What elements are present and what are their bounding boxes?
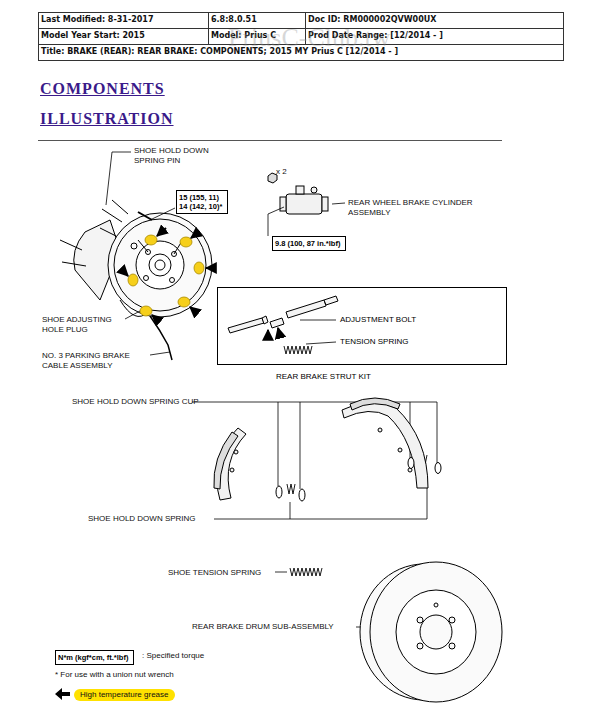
part-name: TENSION SPRING [340, 337, 408, 346]
part-name: SHOE HOLD DOWN SPRING [88, 514, 196, 524]
header-cell: Model Year Start: 2015 [41, 31, 145, 41]
torque-value: N*m (kgf*cm, ft.*lbf) [58, 653, 131, 662]
part-name: SHOE ADJUSTING HOLE PLUG [42, 315, 127, 334]
note: : Specified torque [142, 651, 204, 661]
grease-arrows [268, 328, 280, 338]
strut-parts [228, 296, 338, 333]
part-name: REAR BRAKE DRUM SUB-ASSEMBLY [192, 622, 334, 632]
part-name: REAR WHEEL BRAKE CYLINDER ASSEMBLY [348, 198, 498, 217]
note: * For use with a union nut wrench [55, 670, 174, 680]
torque-box: 9.8 (100, 87 in.*lbf) [272, 236, 346, 251]
torque-box: 15 (155, 11)14 (142, 10)* [176, 190, 228, 214]
torque-value: 14 (142, 10)* [179, 202, 225, 211]
quantity: x 2 [276, 167, 287, 177]
header-table [38, 12, 564, 61]
torque-legend-box: N*m (kgf*cm, ft.*lbf) [55, 650, 134, 665]
part-name: REAR BRAKE STRUT KIT [276, 372, 371, 381]
rule [38, 140, 502, 141]
backing-plate [60, 200, 212, 360]
header-cell: Last Modified: 8-31-2017 [41, 15, 153, 25]
section-title: COMPONENTS [40, 80, 165, 98]
wheel-cylinder [268, 173, 328, 214]
torque-value: 15 (155, 11) [179, 193, 225, 202]
section-title: ILLUSTRATION [40, 110, 174, 128]
legend-arrow [55, 688, 70, 700]
part-name: SHOE TENSION SPRING [168, 568, 261, 578]
torque-value: 9.8 (100, 87 in.*lbf) [275, 239, 343, 248]
spring-cups [276, 458, 441, 502]
legend-text: High temperature grease [74, 689, 175, 701]
part-name: SHOE HOLD DOWN SPRING CUP [72, 397, 199, 407]
part-name: SHOE HOLD DOWN SPRING PIN [134, 146, 226, 165]
brake-drum [360, 562, 502, 702]
leader-lines [106, 152, 437, 627]
part-name: NO. 3 PARKING BRAKE CABLE ASSEMBLY [42, 351, 152, 370]
watermark: PriusC-Club.tw [228, 24, 391, 52]
kit-box: ADJUSTMENT BOLTTENSION SPRINGREAR BRAKE … [217, 287, 507, 365]
brake-shoes [214, 398, 428, 500]
part-name: ADJUSTMENT BOLT [340, 315, 416, 324]
grease-points [122, 228, 212, 322]
